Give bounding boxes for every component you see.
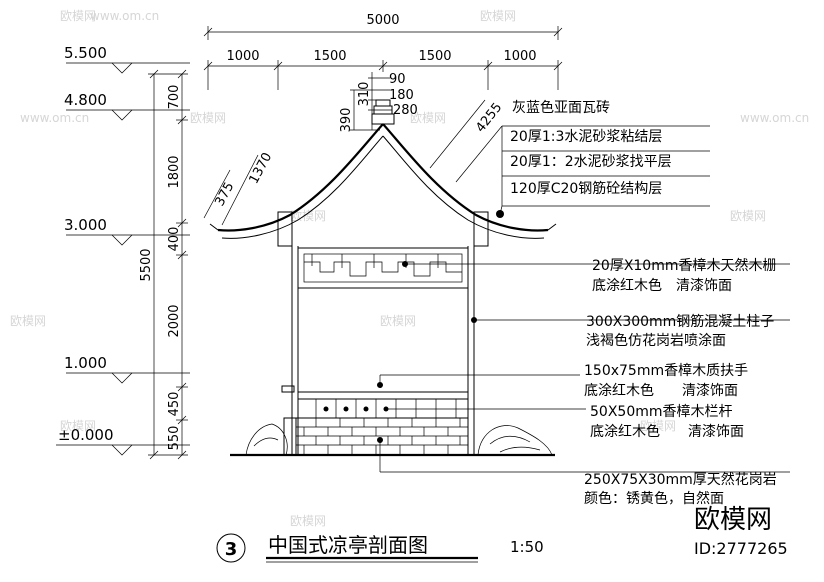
watermark-url: www.om.cn bbox=[20, 111, 89, 125]
dim-ridge: 390 bbox=[339, 108, 354, 133]
dim-height: 1800 bbox=[167, 155, 182, 188]
note-handrail: 150x75mm香樟木质扶手 bbox=[584, 362, 748, 379]
dim-roof-slope: 4255 bbox=[473, 100, 505, 135]
dim-ridge: 280 bbox=[393, 103, 418, 118]
watermark-logo: 欧模网 bbox=[60, 9, 96, 23]
note-roof-layer: 120厚C20钢筋砼结构层 bbox=[510, 180, 662, 197]
watermark-logo: 欧模网 bbox=[730, 209, 766, 223]
dim-segment: 1000 bbox=[503, 49, 536, 64]
watermark-logo: 欧模网 bbox=[380, 314, 416, 328]
elevation-label: 4.800 bbox=[64, 91, 107, 109]
watermark-logo: 欧模网 bbox=[10, 314, 46, 328]
note-column: 300X300mm钢筋混凝土柱子 bbox=[586, 313, 774, 330]
ridge-dimensions: 90 180 280 310 390 bbox=[339, 72, 418, 132]
note-column-finish: 浅褐色仿花岗岩喷涂面 bbox=[586, 332, 726, 349]
watermark-logo: 欧模网 bbox=[480, 9, 516, 23]
elevation-label: 1.000 bbox=[64, 354, 107, 372]
drawing-scale: 1:50 bbox=[510, 538, 544, 556]
title-block: 3 中国式凉亭剖面图 1:50 bbox=[216, 533, 544, 563]
brand-id: ID:2777265 bbox=[694, 539, 788, 558]
dim-segment: 1500 bbox=[418, 49, 451, 64]
note-baluster-finish: 底涂红木色 清漆饰面 bbox=[590, 423, 744, 440]
top-dimensions: 5000 1000 1500 1500 1000 bbox=[203, 13, 563, 90]
note-paving-color: 颜色：锈黄色，自然面 bbox=[584, 490, 724, 507]
elevation-markers: 5.500 4.800 3.000 1.000 ±0.000 bbox=[56, 44, 190, 456]
note-lattice-finish: 底涂红木色 清漆饰面 bbox=[592, 277, 732, 294]
dim-ridge: 310 bbox=[357, 82, 372, 107]
watermark-logo: 欧模网 bbox=[640, 419, 676, 433]
background-watermarks: 欧模网 www.om.cn 欧模网 www.om.cn 欧模网 欧模网 www.… bbox=[10, 9, 809, 528]
dim-height: 450 bbox=[167, 392, 182, 417]
dim-total-width: 5000 bbox=[366, 13, 399, 28]
brand-logo-text: 欧模网 bbox=[694, 505, 772, 535]
watermark-logo: 欧模网 bbox=[290, 514, 326, 528]
dim-eave: 375 bbox=[212, 180, 237, 209]
dim-total-height: 5500 bbox=[139, 248, 154, 281]
watermark-url: www.om.cn bbox=[90, 9, 159, 23]
dim-height: 2000 bbox=[167, 304, 182, 337]
note-roof-tile: 灰蓝色亚面瓦砖 bbox=[512, 99, 610, 116]
left-dimensions: 5500 700 1800 400 2000 450 550 bbox=[139, 69, 188, 460]
dim-height: 400 bbox=[167, 227, 182, 252]
note-paving: 250X75X30mm厚天然花岗岩 bbox=[584, 471, 777, 488]
dim-segment: 1000 bbox=[226, 49, 259, 64]
dim-ridge: 90 bbox=[389, 72, 406, 87]
watermark-logo: 欧模网 bbox=[410, 111, 446, 125]
watermark-url: www.om.cn bbox=[740, 111, 809, 125]
elevation-label: 5.500 bbox=[64, 44, 107, 62]
brand-watermark: 欧模网 ID:2777265 bbox=[694, 505, 788, 558]
note-lattice: 20厚X10mm香樟木天然木栅 bbox=[592, 257, 777, 274]
roof-section: 4255 375 1370 bbox=[203, 99, 557, 247]
drawing-number: 3 bbox=[225, 539, 238, 560]
note-handrail-finish: 底涂红木色 清漆饰面 bbox=[584, 382, 738, 399]
note-roof-layer: 20厚1：2水泥砂浆找平层 bbox=[510, 154, 672, 170]
note-baluster: 50X50mm香樟木栏杆 bbox=[590, 403, 733, 420]
dim-ridge: 180 bbox=[389, 88, 414, 103]
drawing-title: 中国式凉亭剖面图 bbox=[268, 533, 428, 557]
watermark-logo: 欧模网 bbox=[60, 419, 96, 433]
watermark-logo: 欧模网 bbox=[190, 111, 226, 125]
dim-height: 700 bbox=[167, 85, 182, 110]
pavilion-structure bbox=[230, 246, 555, 457]
elevation-label: 3.000 bbox=[64, 216, 107, 234]
elevation-label: ±0.000 bbox=[58, 426, 114, 444]
dim-segment: 1500 bbox=[313, 49, 346, 64]
annotations: 灰蓝色亚面瓦砖 20厚1:3水泥砂浆粘结层 20厚1：2水泥砂浆找平层 120厚… bbox=[379, 99, 790, 507]
dim-height: 550 bbox=[167, 426, 182, 451]
note-roof-layer: 20厚1:3水泥砂浆粘结层 bbox=[510, 129, 662, 145]
